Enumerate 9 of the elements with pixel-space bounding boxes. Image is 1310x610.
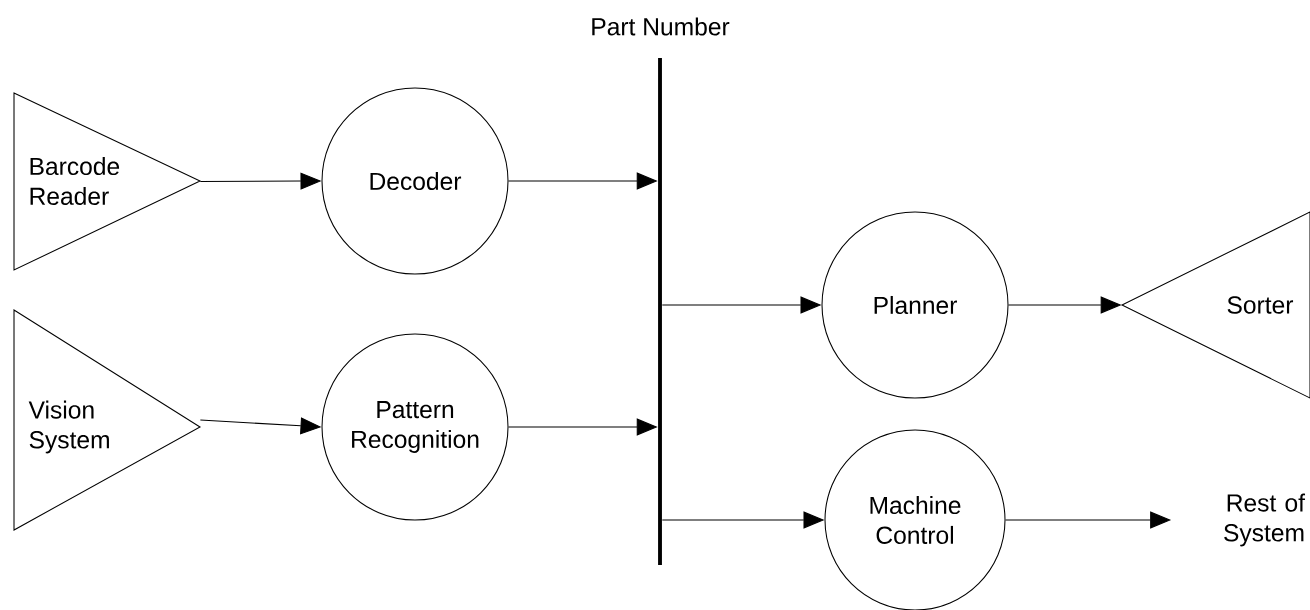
triangle-source: Vision System	[13, 309, 202, 531]
terminal-text: Rest of System	[1224, 493, 1305, 547]
circle-process: Planner	[821, 211, 1009, 399]
circle-process: Pattern Recognition	[321, 333, 509, 521]
triangle-source: Barcode Reader	[13, 92, 202, 271]
bus-label: Part Number	[592, 17, 730, 36]
circle-process: Machine Control	[824, 429, 1006, 610]
circle-process: Decoder	[321, 87, 509, 275]
triangle-sink: Sorter	[1120, 211, 1310, 399]
